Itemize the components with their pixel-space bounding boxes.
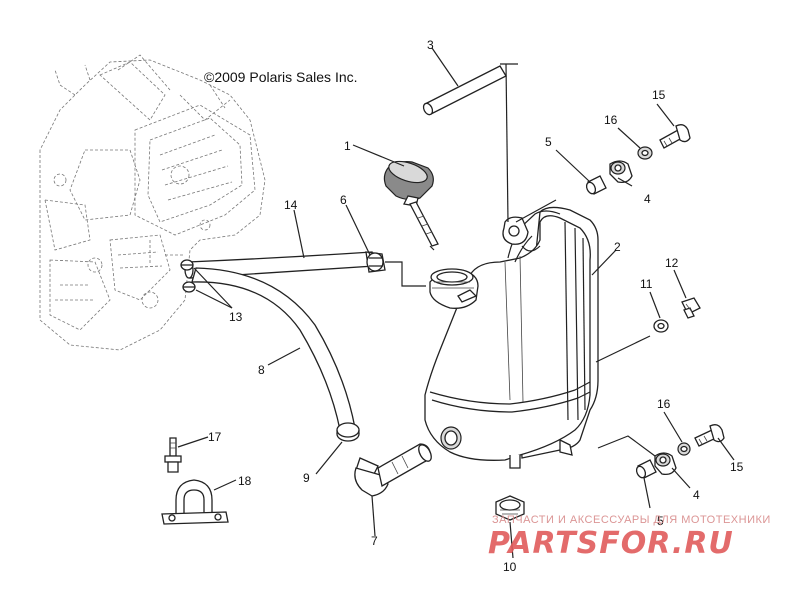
- callout-7: 7: [371, 534, 378, 548]
- oil-tank: [424, 206, 599, 469]
- callout-4-upper: 4: [644, 192, 651, 206]
- drain-nut: [495, 495, 525, 521]
- stud: [164, 437, 182, 473]
- clamp-9: [336, 422, 360, 442]
- callout-3: 3: [427, 38, 434, 52]
- callout-2: 2: [614, 240, 621, 254]
- copyright-notice: ©2009 Polaris Sales Inc.: [204, 69, 358, 85]
- callout-18: 18: [238, 474, 252, 488]
- callout-6: 6: [340, 193, 347, 207]
- callout-17: 17: [208, 430, 222, 444]
- callout-15-lower: 15: [730, 460, 744, 474]
- watermark: ЗАПЧАСТИ И АКСЕССУАРЫ ДЛЯ МОТОТЕХНИКИ PA…: [488, 514, 771, 561]
- oil-tank-cap-dipstick: [383, 160, 439, 251]
- breather-tube: [422, 65, 507, 116]
- callout-8: 8: [258, 363, 265, 377]
- upper-mount-hardware: [585, 124, 691, 195]
- callout-16-lower: 16: [657, 397, 671, 411]
- drain-washer-bolt: [653, 297, 701, 333]
- watermark-tagline: ЗАПЧАСТИ И АКСЕССУАРЫ ДЛЯ МОТОТЕХНИКИ: [492, 514, 771, 526]
- callout-10: 10: [503, 560, 517, 574]
- callout-5-lower: 5: [657, 514, 664, 528]
- leader-lines: [177, 47, 735, 559]
- watermark-brand: PARTSFOR.RU: [488, 526, 734, 561]
- callout-1: 1: [344, 139, 351, 153]
- clamp-6: [365, 251, 386, 273]
- callout-12: 12: [665, 256, 679, 270]
- lower-mount-hardware: [635, 424, 725, 479]
- callout-9: 9: [303, 471, 310, 485]
- callout-13: 13: [229, 310, 243, 324]
- callout-15-upper: 15: [652, 88, 666, 102]
- hose-clamps: [180, 259, 196, 293]
- elbow-fitting: [354, 443, 432, 497]
- callout-4-lower: 4: [693, 488, 700, 502]
- callout-numbers: 1 2 3 4 4 5 5 6 7 8 9 10 11 12 13 14 15 …: [208, 38, 744, 574]
- callout-14: 14: [284, 198, 298, 212]
- callout-16-upper: 16: [604, 113, 618, 127]
- engine-outline: [39, 54, 266, 351]
- callout-5-upper: 5: [545, 135, 552, 149]
- callout-11: 11: [640, 277, 653, 291]
- hose-bracket: [161, 479, 229, 525]
